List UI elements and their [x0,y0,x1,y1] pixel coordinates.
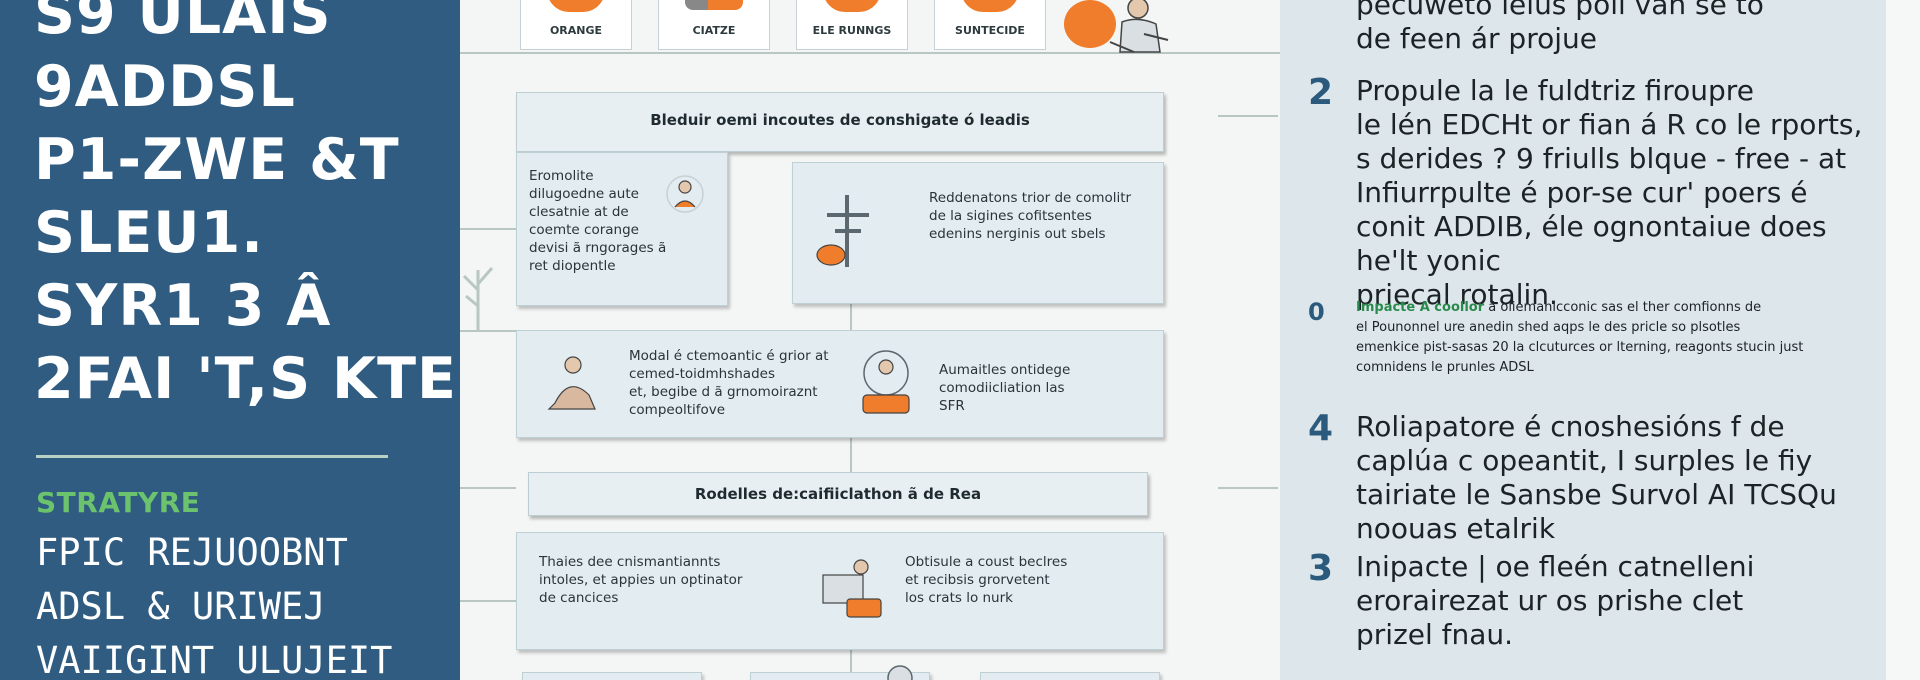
category-card-orange: ORANGE [520,0,632,50]
headline-line: P1-ZWE &T [34,127,400,193]
headline-line: SYR1 3 Â [34,273,332,339]
item-text: Inipacte | oe fleén catnelleni erorairez… [1356,550,1755,651]
computer-worker-icon [822,559,882,618]
item-number: 3 [1308,548,1334,589]
body-line: ADSL & URIWEJ [36,585,326,628]
info-box-2: Reddenatons trior de comolitr de la sigi… [792,162,1164,304]
box-text: Thaies dee cnismantiannts intoles, et ap… [539,554,743,606]
headline-line: 9ADDSL [34,54,296,120]
body-line: FPIC REJUOOBNT [36,531,348,574]
connector-line [850,438,852,472]
item-text: Propule la le fuldtriz firoupre le lén E… [1356,74,1863,311]
item-text: pecuweto lelus poli van se to de feen ár… [1356,0,1764,55]
info-box-4: Thaies dee cnismantiannts intoles, et ap… [516,532,1164,650]
item-text: Impacte A coollor ã oliemanicconic sas e… [1356,298,1886,378]
left-body: FPIC REJUOOBNT ADSL & URIWEJ VAIIGINT UL… [36,526,446,680]
technician-icon [666,175,704,213]
tower-icon [816,195,869,267]
category-label: CIATZE [692,24,736,37]
category-card-suntecide: SUNTECIDE [934,0,1046,50]
item-number: 0 [1308,298,1325,326]
right-panel: pecuweto lelus poli van se to de feen ár… [1280,0,1920,680]
numbered-list-card: pecuweto lelus poli van se to de feen ár… [1280,0,1886,680]
connector-line [850,300,852,330]
bottom-card [980,672,1160,680]
category-card-ciatze: CIATZE [658,0,770,50]
worker-illustration-icon [1064,0,1169,53]
left-headline: S9 ULAIS 9ADDSL P1-ZWE &T SLEU1. SYR1 3 … [34,0,460,416]
orange-icon [961,0,1019,12]
bottom-card [522,672,702,680]
item-text: Roliapatore é cnoshesións f de caplúa c … [1356,410,1837,545]
orange-icon [547,0,605,12]
orange-icon [823,0,881,12]
connector-line [460,600,516,602]
plant-icon [462,267,494,330]
connector-line [460,52,1280,54]
item-number: 2 [1308,72,1334,113]
headline-line: S9 ULAIS [34,0,332,47]
tool-icon [685,0,743,10]
connector-line [850,650,852,680]
category-label: ORANGE [549,24,603,37]
globe-router-icon [862,350,910,414]
bottom-card [750,672,930,680]
divider [36,455,388,458]
left-panel: S9 ULAIS 9ADDSL P1-ZWE &T SLEU1. SYR1 3 … [0,0,460,680]
item-number: 4 [1308,408,1334,449]
connector-line [1218,115,1278,117]
category-label: SUNTECIDE [955,24,1025,37]
worker-icon [547,356,596,410]
category-label: ELE RUNNGS [812,24,892,37]
box-text: Aumaitles ontidege comodiicliation las S… [939,362,1071,414]
category-card-ele-runngs: ELE RUNNGS [796,0,908,50]
box-text: Obtisule a coust beclres et recibsis gro… [905,554,1068,606]
section-header-2: Rodelles de:caifiiclathon ã de Rea [528,472,1148,516]
node-icon [887,665,913,680]
section-title: Rodelles de:caifiiclathon ã de Rea [694,485,982,503]
body-line: VAIIGINT ULUJEIT [36,639,393,680]
headline-line: SLEU1. [34,200,264,266]
left-subtitle: STRATYRE [36,486,201,519]
box-text: Reddenatons trior de comolitr de la sigi… [929,190,1132,242]
info-box-1: Eromolite dilugoedne aute clesatnie at d… [516,152,728,306]
headline-line: 2FAI 'T,S KTES [34,346,460,412]
connector-line [1218,487,1278,489]
infographic-flow: ORANGE CIATZE ELE RUNNGS SUNTECIDE Bledu… [460,0,1280,680]
info-box-3: Modal é ctemoantic é grior at cemed-toid… [516,330,1164,438]
connector-line [460,228,516,230]
box-text: Eromolite dilugoedne aute clesatnie at d… [529,168,667,274]
section-title: Bleduir oemi incoutes de conshigate ó le… [650,111,1030,129]
item-text-body: ã oliemanicconic sas el ther comfionns d… [1356,300,1804,375]
connector-line [460,330,516,332]
section-header-1: Bleduir oemi incoutes de conshigate ó le… [516,92,1164,152]
box-text: Modal é ctemoantic é grior at cemed-toid… [629,348,829,418]
connector-line [460,487,516,489]
item-highlight: Impacte A coollor [1356,300,1485,315]
